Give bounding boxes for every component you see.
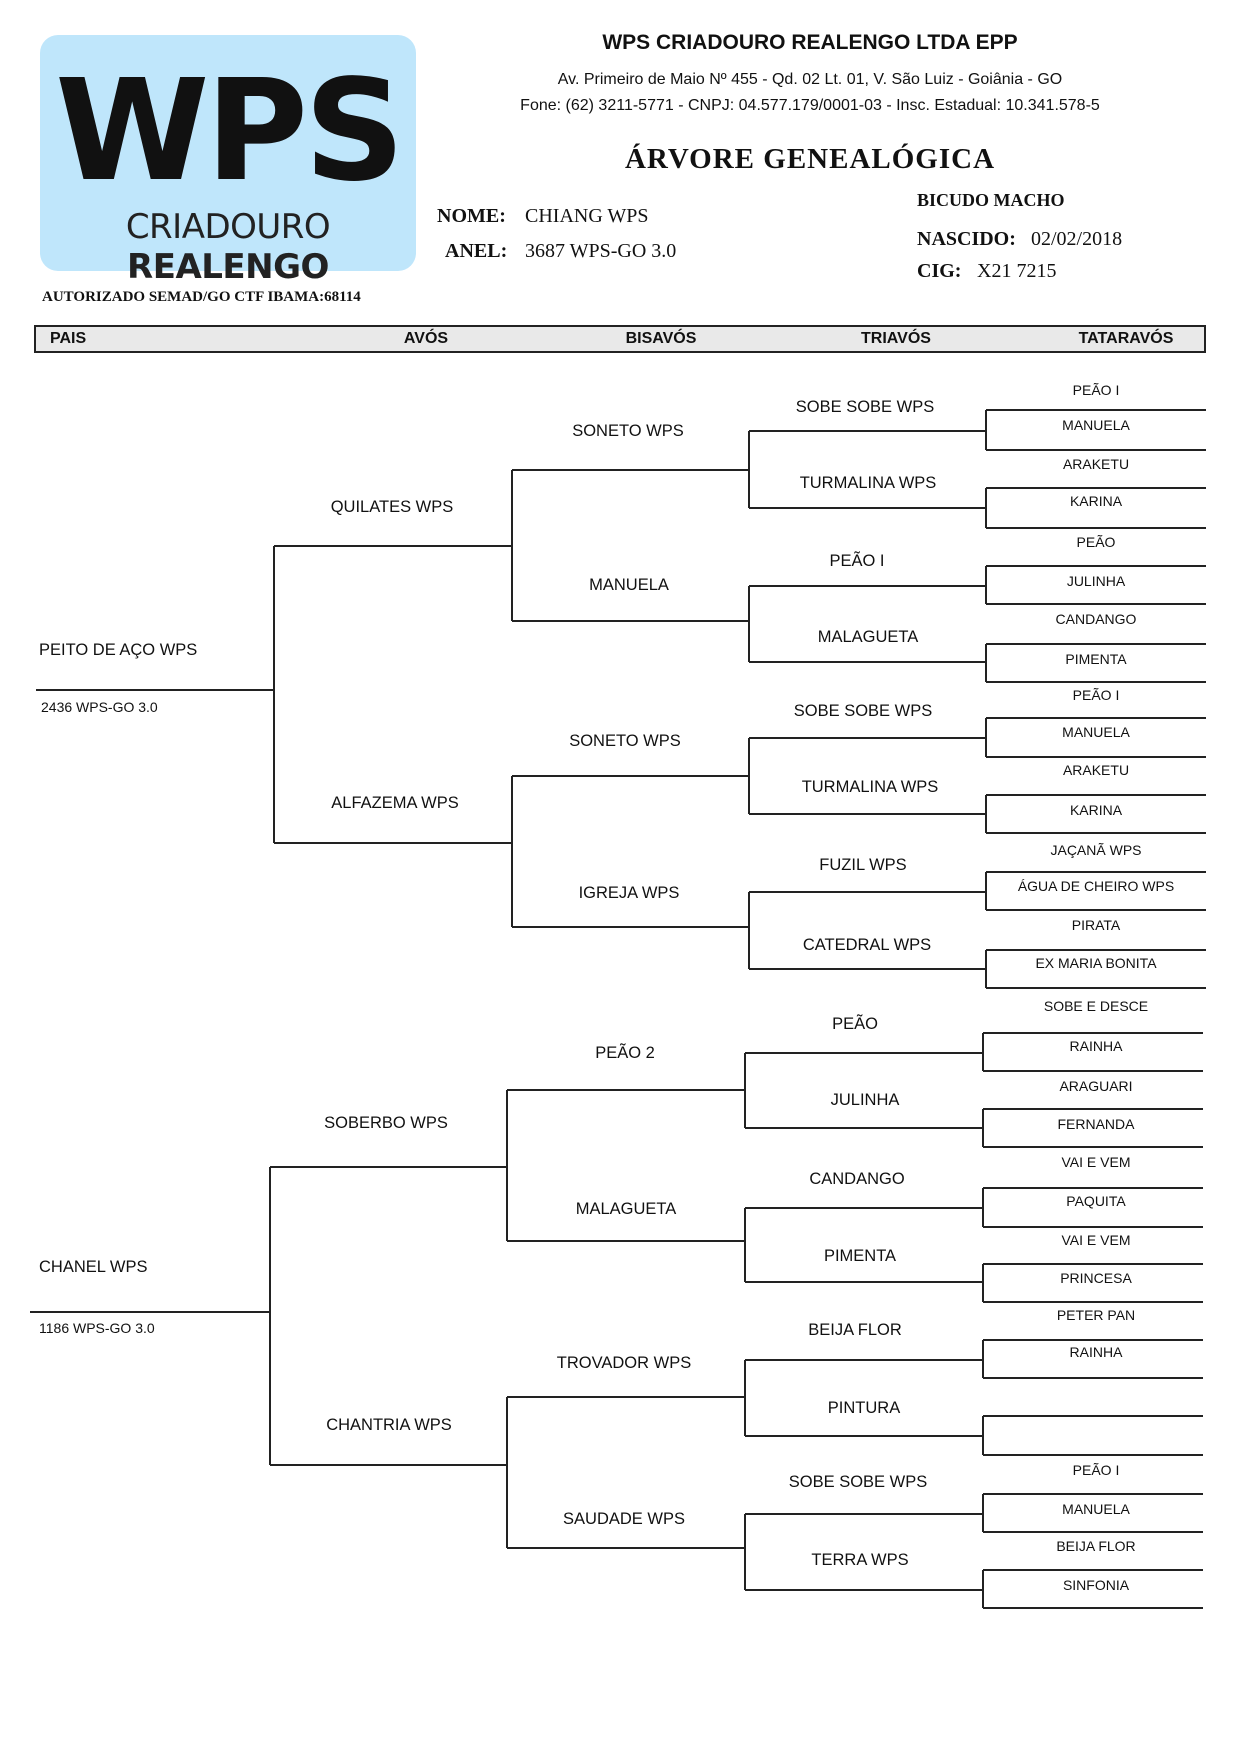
grandparent-name: CHANTRIA WPS (326, 1416, 452, 1434)
born-label: NASCIDO: (917, 228, 1016, 250)
great2-grandparent-name: CATEDRAL WPS (802, 936, 932, 954)
column-header-bisavos: BISAVÓS (625, 330, 697, 347)
great3-grandparent-name: JAÇANÃ WPS (1050, 842, 1142, 858)
great3-grandparent-name: MANUELA (1062, 724, 1130, 740)
name-label: NOME: (437, 205, 506, 227)
great3-grandparent-name: JULINHA (1066, 573, 1126, 589)
great3-grandparent-name: MANUELA (1062, 1501, 1130, 1517)
great3-grandparent-name: KARINA (1069, 802, 1123, 818)
parent-sire-name: PEITO DE AÇO WPS (39, 641, 198, 659)
bird-name: CHIANG WPS (525, 205, 649, 227)
great2-grandparent-name: PINTURA (827, 1399, 901, 1417)
great3-grandparent-name: VAI E VEM (1061, 1154, 1131, 1170)
parent-dam-name: CHANEL WPS (39, 1258, 148, 1276)
great3-grandparent-name: SOBE E DESCE (1043, 998, 1149, 1014)
logo-wordmark: WPS (55, 50, 405, 213)
great2-grandparent-name: TERRA WPS (811, 1551, 909, 1569)
company-logo: WPS CRIADOURO REALENGO (40, 35, 416, 287)
great2-grandparent-name: TURMALINA WPS (801, 778, 939, 796)
great3-grandparent-name: PEÃO (1076, 534, 1116, 550)
company-address: Av. Primeiro de Maio Nº 455 - Qd. 02 Lt.… (557, 71, 1063, 88)
great3-grandparent-name: FERNANDA (1057, 1116, 1135, 1132)
company-contact: Fone: (62) 3211-5771 - CNPJ: 04.577.179/… (520, 97, 1100, 114)
great3-grandparent-name: MANUELA (1062, 417, 1130, 433)
great3-grandparent-name: PETER PAN (1056, 1307, 1136, 1323)
grandparent-name: ALFAZEMA WPS (331, 794, 459, 812)
generation-header: PAIS AVÓS BISAVÓS TRIAVÓS TATARAVÓS (34, 325, 1206, 353)
great2-grandparent-name: SOBE SOBE WPS (793, 702, 933, 720)
great2-grandparent-name: BEIJA FLOR (808, 1321, 902, 1339)
great3-grandparent-name: ARAGUARI (1059, 1078, 1133, 1094)
column-header-pais: PAIS (50, 330, 87, 347)
bird-born-date: 02/02/2018 (1031, 228, 1123, 250)
great-grandparent-name: IGREJA WPS (578, 884, 680, 902)
bird-species: BICUDO MACHO (917, 190, 1065, 210)
great3-grandparent-name: KARINA (1069, 493, 1123, 509)
grandparent-name: QUILATES WPS (330, 498, 454, 516)
great3-grandparent-name: PAQUITA (1066, 1193, 1126, 1209)
parent-dam-ring: 1186 WPS-GO 3.0 (39, 1320, 155, 1336)
great3-grandparent-name: PRINCESA (1060, 1270, 1132, 1286)
logo-subtitle-light: CRIADOURO (125, 207, 331, 247)
column-header-triavos: TRIAVÓS (861, 330, 931, 347)
column-header-avos: AVÓS (403, 330, 449, 347)
logo-subtitle: CRIADOURO REALENGO (40, 207, 416, 287)
great3-grandparent-name: BEIJA FLOR (1056, 1538, 1136, 1554)
great-grandparent-name: PEÃO 2 (595, 1044, 655, 1062)
great2-grandparent-name: SOBE SOBE WPS (795, 398, 935, 416)
great-grandparent-name: MALAGUETA (575, 1200, 677, 1218)
great3-grandparent-name: ARAKETU (1062, 456, 1130, 472)
ring-label: ANEL: (445, 240, 508, 262)
great2-grandparent-name: MALAGUETA (817, 628, 919, 646)
great3-grandparent-name: SINFONIA (1062, 1577, 1130, 1593)
great2-grandparent-name: TURMALINA WPS (799, 474, 937, 492)
great2-grandparent-name: SOBE SOBE WPS (788, 1473, 928, 1491)
great-grandparent-name: MANUELA (589, 576, 669, 594)
great2-grandparent-name: PEÃO (832, 1015, 878, 1033)
great3-grandparent-name: EX MARIA BONITA (1035, 955, 1157, 971)
great-grandparent-name: SONETO WPS (569, 732, 681, 750)
logo-subtitle-bold: REALENGO (127, 247, 329, 287)
great3-grandparent-name: CANDANGO (1055, 611, 1137, 627)
column-header-tataravos: TATARAVÓS (1078, 330, 1174, 347)
great3-grandparent-name: ARAKETU (1062, 762, 1130, 778)
great3-grandparent-name: RAINHA (1069, 1344, 1123, 1360)
great-grandparent-name: TROVADOR WPS (556, 1354, 692, 1372)
great2-grandparent-name: PIMENTA (823, 1247, 897, 1265)
great3-grandparent-name: RAINHA (1069, 1038, 1123, 1054)
great3-grandparent-name: PIRATA (1071, 917, 1121, 933)
bird-ring: 3687 WPS-GO 3.0 (525, 240, 677, 262)
great3-grandparent-name: PEÃO I (1072, 382, 1120, 398)
grandparent-name: SOBERBO WPS (324, 1114, 448, 1132)
great3-grandparent-name: ÁGUA DE CHEIRO WPS (1017, 878, 1175, 894)
company-name: WPS CRIADOURO REALENGO LTDA EPP (602, 31, 1018, 54)
document-title: ÁRVORE GENEALÓGICA (624, 143, 996, 175)
great2-grandparent-name: FUZIL WPS (819, 856, 907, 874)
great2-grandparent-name: CANDANGO (809, 1170, 905, 1188)
great2-grandparent-name: JULINHA (830, 1091, 900, 1109)
great3-grandparent-name: VAI E VEM (1061, 1232, 1131, 1248)
great3-grandparent-name: PEÃO I (1072, 687, 1120, 703)
great3-grandparent-name: PEÃO I (1072, 1462, 1120, 1478)
great-grandparent-name: SONETO WPS (572, 422, 684, 440)
cig-label: CIG: (917, 260, 962, 282)
authorization-note: AUTORIZADO SEMAD/GO CTF IBAMA:68114 (42, 289, 361, 305)
bird-cig: X21 7215 (977, 260, 1057, 282)
great2-grandparent-name: PEÃO I (829, 552, 885, 570)
great3-grandparent-name: PIMENTA (1065, 651, 1127, 667)
great-grandparent-name: SAUDADE WPS (563, 1510, 685, 1528)
parent-sire-ring: 2436 WPS-GO 3.0 (41, 699, 158, 715)
